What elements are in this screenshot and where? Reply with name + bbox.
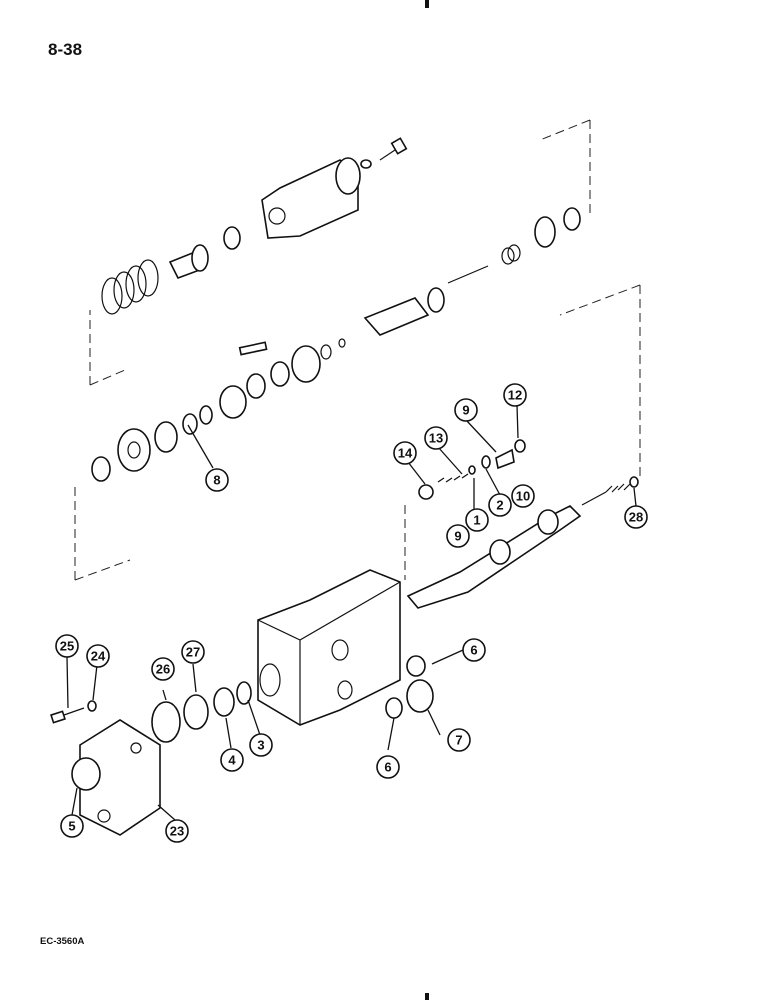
callout-14-label: 14 — [398, 446, 413, 461]
callout-24-label: 24 — [91, 649, 106, 664]
callout-27: 27 — [181, 640, 205, 664]
upper-seal-rings — [219, 338, 346, 419]
figure-code: EC-3560A — [40, 936, 85, 947]
callout-23: 23 — [165, 819, 189, 843]
callout-3-label: 3 — [257, 738, 264, 753]
plunger-cup — [168, 226, 241, 279]
check-valve-parts — [418, 439, 526, 500]
callout-11: 10 — [511, 484, 535, 508]
callout-2-label: 2 — [496, 498, 503, 513]
callout-24: 24 — [86, 644, 110, 668]
end-cover-flange — [71, 719, 161, 836]
callout-5: 5 — [60, 814, 84, 838]
upper-right-spring-seat — [501, 207, 581, 265]
callout-7: 7 — [447, 728, 471, 752]
callout-26: 26 — [151, 657, 175, 681]
callout-28: 28 — [624, 505, 648, 529]
callout-23-label: 23 — [170, 824, 184, 839]
callout-3: 3 — [249, 733, 273, 757]
callout-6-bottom-label: 6 — [384, 760, 391, 775]
o-rings-right — [385, 655, 434, 719]
lower-assembly-boundary — [74, 284, 641, 581]
spring-large — [101, 259, 159, 315]
valve-spool-upper — [238, 265, 489, 356]
callout-6-bottom: 6 — [376, 755, 400, 779]
scan-mark-bottom — [425, 993, 429, 1000]
lower-seal-rings — [91, 405, 213, 482]
callout-28-label: 28 — [629, 510, 643, 525]
lower-valve-spool — [406, 476, 639, 609]
callout-7-label: 7 — [455, 733, 462, 748]
callout-2: 2 — [488, 493, 512, 517]
callout-25: 25 — [55, 634, 79, 658]
upper-assembly-boundary — [89, 119, 591, 386]
callout-14: 14 — [393, 441, 417, 465]
washer-stack — [151, 681, 252, 743]
leader-lines — [66, 404, 637, 821]
callout-5-label: 5 — [68, 819, 75, 834]
bolt — [360, 137, 408, 169]
callout-12: 12 — [503, 383, 527, 407]
callout-6-top-label: 6 — [470, 643, 477, 658]
callout-13: 13 — [424, 426, 448, 450]
page-number: 8-38 — [48, 40, 83, 59]
callout-1-label: 1 — [473, 513, 480, 528]
callout-26-label: 26 — [156, 662, 170, 677]
callout-9-label: 9 — [462, 403, 469, 418]
screw-and-washer — [50, 700, 97, 724]
callout-13-label: 13 — [429, 431, 443, 446]
callout-6-top: 6 — [462, 638, 486, 662]
callout-4: 4 — [220, 748, 244, 772]
callout-10: 9 — [446, 524, 470, 548]
solenoid-housing — [261, 157, 361, 239]
valve-body — [257, 569, 401, 726]
callout-8-label: 8 — [213, 473, 220, 488]
callout-4-label: 4 — [228, 753, 236, 768]
scan-mark-top — [425, 0, 429, 8]
callout-8: 8 — [205, 468, 229, 492]
callout-25-label: 25 — [60, 639, 74, 654]
callout-10-label: 9 — [454, 529, 461, 544]
callout-12-label: 12 — [508, 388, 522, 403]
callout-11-label: 10 — [516, 489, 530, 504]
callout-9: 9 — [454, 398, 478, 422]
callout-27-label: 27 — [186, 645, 200, 660]
callout-1: 1 — [465, 508, 489, 532]
